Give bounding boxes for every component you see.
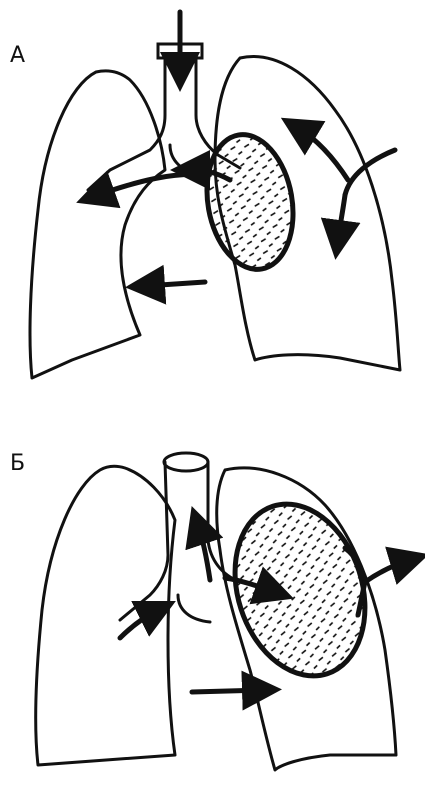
panel-b-label: Б <box>10 451 25 476</box>
panel-b-arrow-mediastinum <box>192 690 262 692</box>
panel-a-arrow-mediastinum <box>145 282 205 286</box>
panel-a-arrow-fork <box>345 150 395 195</box>
panel-a-arrow-left-bronchus <box>95 174 205 196</box>
panel-a-arrow-fork-down <box>338 195 345 240</box>
panel-b: Б <box>10 451 410 770</box>
panel-a-label: А <box>10 43 25 68</box>
panel-a-arrow-fork-up <box>298 128 348 180</box>
panel-b-left-lung <box>36 466 175 765</box>
panel-b-arrow-fork-out <box>365 560 410 582</box>
panel-a: А <box>10 12 400 378</box>
panel-a-left-lung <box>30 71 165 378</box>
panel-b-lobe <box>214 487 386 693</box>
